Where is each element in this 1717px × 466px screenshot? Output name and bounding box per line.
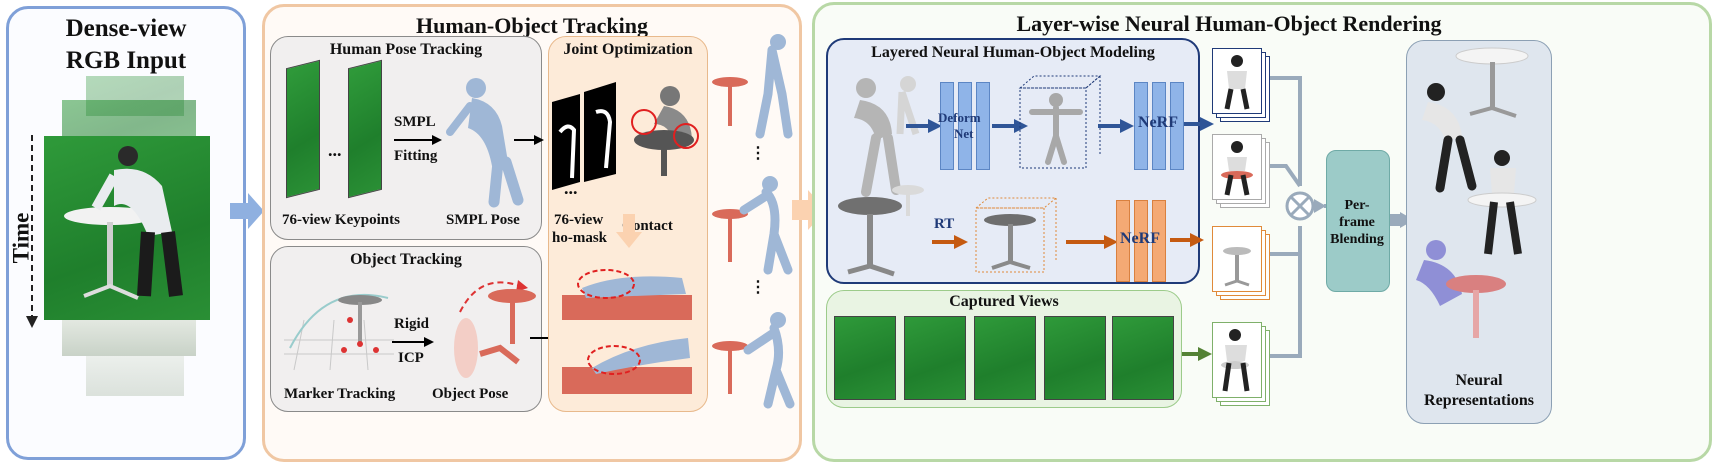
- deform-label: Deform: [938, 110, 981, 125]
- deform-net-block: [940, 82, 990, 170]
- contact-closeup-1: [562, 264, 692, 320]
- blending-line1: Per-: [1344, 198, 1370, 213]
- layered-object-mesh: [838, 185, 924, 277]
- arrow-object-to-rt: [932, 235, 968, 249]
- render-stack-combined-front: [1212, 134, 1262, 200]
- marker-tracking-caption: Marker Tracking: [284, 386, 396, 402]
- render-captured-figure: [1221, 329, 1250, 392]
- icp-label: ICP: [398, 350, 424, 366]
- render-stack-object-front: [1212, 226, 1262, 292]
- input-person-table-illustration: [64, 146, 183, 300]
- tracking-title: Human-Object Tracking: [415, 13, 649, 38]
- object-pose-illustration: [454, 280, 536, 378]
- nerf-top-label: NeRF: [1138, 114, 1178, 131]
- ho-mask-illustration: [552, 82, 616, 190]
- object-volume: [974, 197, 1058, 273]
- arrow-pose-to-joint: [514, 135, 544, 145]
- ho-mask-caption-line2: ho-mask: [552, 230, 608, 246]
- object-tracking-title: Object Tracking: [350, 251, 462, 268]
- input-title-line1: Dense-view: [65, 15, 187, 42]
- input-frame-back-mid: [62, 100, 196, 140]
- ho-mask-caption-line1: 76-view: [554, 212, 604, 228]
- render-human-figure: [1224, 55, 1250, 110]
- svg-text:⋮: ⋮: [750, 145, 766, 162]
- arrow-tracking-to-rendering: [792, 190, 826, 230]
- input-frame-main: [44, 136, 210, 320]
- per-frame-blending-box: [1326, 150, 1390, 292]
- net-label: Net: [954, 126, 974, 141]
- fitting-label: Fitting: [394, 148, 438, 164]
- smpl-pose-caption: SMPL Pose: [446, 212, 520, 228]
- render-combined-figure: [1221, 141, 1253, 196]
- captured-views-title: Captured Views: [949, 293, 1059, 310]
- captured-view-2: [904, 316, 966, 400]
- nerf-top-block: [1134, 82, 1184, 170]
- arrow-object-volume-to-nerf: [1066, 235, 1118, 249]
- layered-human-mesh: [854, 76, 920, 197]
- arrow-input-to-tracking: [230, 193, 264, 229]
- neural-line1: Neural: [1455, 372, 1503, 389]
- captured-view-4: [1044, 316, 1106, 400]
- layered-modeling-title: Layered Neural Human-Object Modeling: [871, 44, 1155, 61]
- object-tracking-panel: Object Tracking: [270, 246, 542, 412]
- input-frame-back-bottom: [86, 356, 184, 396]
- ho-mask-ellipsis: ...: [564, 178, 578, 198]
- smpl-pose-mesh: [446, 78, 524, 208]
- input-frame-back-low: [62, 320, 196, 356]
- canonical-human-volume: [1018, 75, 1102, 169]
- marker-tracking-illustration: [284, 293, 394, 371]
- nerf-bottom-label: NeRF: [1120, 230, 1160, 247]
- arrow-down-refine: [616, 214, 642, 248]
- captured-view-1: [834, 316, 896, 400]
- render-stack-captured-front: [1212, 322, 1262, 398]
- arrow-human-to-deform: [906, 119, 942, 133]
- blending-line2: frame: [1339, 215, 1375, 230]
- keypoint-view-1: [286, 59, 320, 199]
- arrow-smpl-fitting: [394, 135, 442, 145]
- keypoint-view-2: [348, 59, 382, 199]
- contact-closeup-hand-2: [587, 338, 690, 375]
- svg-text:⋮: ⋮: [750, 279, 766, 296]
- arrow-canonical-to-nerf: [1098, 119, 1134, 133]
- object-pose-caption: Object Pose: [432, 386, 509, 402]
- contact-closeup-2: [562, 334, 692, 394]
- nerf-bottom-block: [1116, 200, 1166, 282]
- keypoint-ellipsis: ...: [328, 140, 342, 160]
- tracked-results-column: ⋮ ⋮: [712, 34, 795, 409]
- rendering-title: Layer-wise Neural Human-Object Rendering: [1016, 11, 1442, 36]
- rt-label: RT: [934, 216, 955, 232]
- contact-closeup-hand-1: [577, 269, 686, 299]
- pose-tracking-title: Human Pose Tracking: [329, 41, 483, 58]
- input-title-line2: RGB Input: [65, 47, 187, 74]
- neural-representations-illustration: [1416, 47, 1537, 338]
- neural-line2: Representations: [1424, 392, 1534, 409]
- render-stack-human-front: [1212, 48, 1262, 114]
- keypoints-caption: 76-view Keypoints: [282, 212, 400, 228]
- joint-optimization-title: Joint Optimization: [563, 41, 693, 58]
- contact-illustration: [631, 86, 699, 176]
- arrow-nerf-top-out: [1184, 117, 1214, 131]
- rigid-label: Rigid: [394, 316, 430, 332]
- arrow-rigid-icp: [392, 337, 434, 347]
- blending-line3: Blending: [1330, 232, 1384, 247]
- arrow-captured-out: [1182, 347, 1212, 361]
- smpl-label: SMPL: [394, 114, 436, 130]
- arrow-blending-to-neural: [1390, 212, 1414, 228]
- time-arrow: [26, 135, 38, 328]
- arrow-deform-to-canonical: [992, 119, 1028, 133]
- render-object-figure: [1223, 247, 1251, 287]
- arrow-nerf-bottom-out: [1170, 233, 1204, 247]
- captured-view-5: [1112, 316, 1174, 400]
- captured-view-3: [974, 316, 1036, 400]
